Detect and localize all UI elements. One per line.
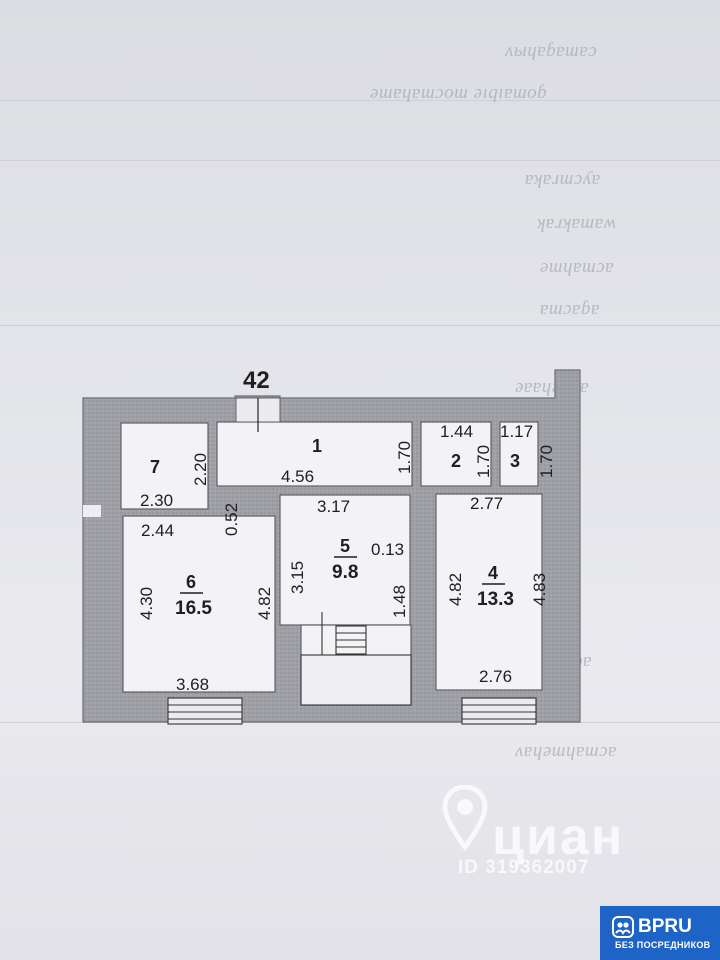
room-5 xyxy=(279,494,411,626)
external-steps xyxy=(167,697,537,725)
room-5-right-depth: 1.48 xyxy=(390,585,409,618)
show-through-text: ǝɯɐɥɐɯɔoɯ ǝıqıɐɯoɓ xyxy=(370,82,548,103)
show-through-text: ʌɐɥǝɯɥɐɯɔɐ xyxy=(515,740,617,761)
show-through-text: ʌыɥɐɓɐɯɐɔ xyxy=(505,40,598,61)
room-2-depth: 1.70 xyxy=(474,445,493,478)
badge-tagline: БЕЗ ПОСРЕДНИКОВ xyxy=(615,940,711,950)
room-7-number: 7 xyxy=(150,457,160,477)
cian-brand-name: циан xyxy=(492,808,625,866)
listing-id: ID 319362007 xyxy=(458,857,590,878)
room-6-bottom-width: 3.68 xyxy=(176,675,209,694)
room-1-width: 4.56 xyxy=(281,467,314,486)
room-7-width: 2.30 xyxy=(140,491,173,510)
room-1-depth: 1.70 xyxy=(395,441,414,474)
room-4-bottom-width: 2.76 xyxy=(479,667,512,686)
room-5-top-width: 3.17 xyxy=(317,497,350,516)
room-7-depth: 2.20 xyxy=(191,453,210,486)
room-3 xyxy=(499,421,539,487)
room-4-right-depth: 4.83 xyxy=(530,573,549,606)
badge-brand: BPRU xyxy=(638,916,692,937)
room-3-number: 3 xyxy=(510,451,520,471)
bpru-badge[interactable]: BPRU БЕЗ ПОСРЕДНИКОВ xyxy=(600,906,720,960)
room-5-area: 9.8 xyxy=(332,562,358,583)
show-through-text: ǝɯɥɐɯɔɐ xyxy=(540,256,615,277)
room-4-area: 13.3 xyxy=(477,589,514,610)
show-through-text: ɐɯɔɐɓɐ xyxy=(540,298,600,319)
room-7 xyxy=(120,422,209,510)
room-5-number: 5 xyxy=(340,536,350,556)
location-pin-icon xyxy=(442,785,488,851)
room-6-number: 6 xyxy=(186,572,196,592)
room-3-depth: 1.70 xyxy=(537,445,556,478)
room-6 xyxy=(122,515,276,693)
room-6-left-depth: 4.30 xyxy=(137,587,156,620)
room-6-top-width: 2.44 xyxy=(141,521,174,540)
room-4-number: 4 xyxy=(488,563,498,583)
show-through-text: ʞɐɹʞɐɯɐʍ xyxy=(537,212,617,233)
show-through-text: ɐʞɐɹɯɔʎɐ xyxy=(525,168,601,189)
left-wall-gap xyxy=(83,505,101,517)
plan-number: 42 xyxy=(243,367,270,394)
room-2-number: 2 xyxy=(451,451,461,471)
room-5-left-depth: 3.15 xyxy=(288,561,307,594)
room-2-width: 1.44 xyxy=(440,422,473,441)
room-6-right-depth: 4.82 xyxy=(255,587,274,620)
room-5-offset: 0.13 xyxy=(371,540,404,559)
room-1-number: 1 xyxy=(312,436,322,456)
people-icon xyxy=(612,916,634,938)
room-4-left-depth: 4.82 xyxy=(446,573,465,606)
room-1 xyxy=(216,421,413,487)
interior-stairs xyxy=(300,612,412,706)
room-6-area: 16.5 xyxy=(175,598,212,619)
room-3-width: 1.17 xyxy=(500,422,533,441)
room-6-niche: 0.52 xyxy=(222,503,241,536)
room-4-top-width: 2.77 xyxy=(470,494,503,513)
room-4 xyxy=(435,493,543,691)
room-2 xyxy=(420,421,492,487)
